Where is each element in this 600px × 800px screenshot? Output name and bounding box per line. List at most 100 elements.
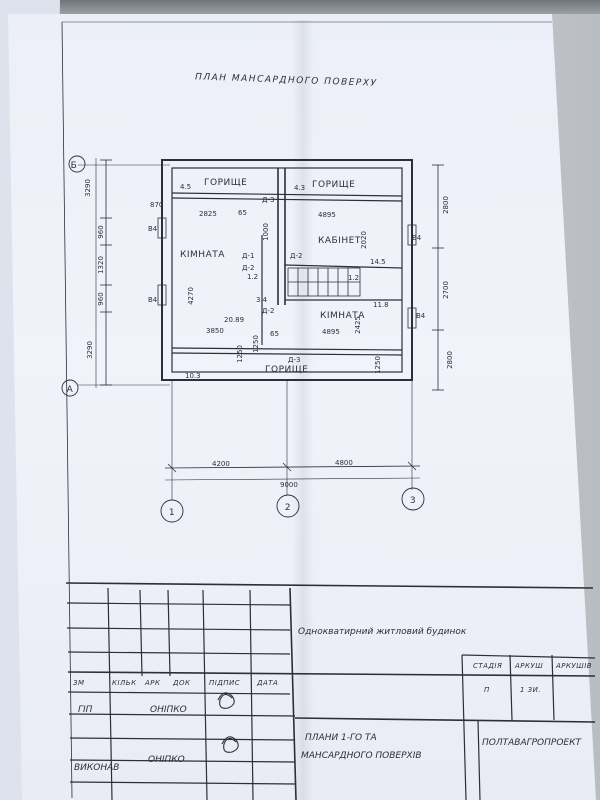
dim-axes-2-3: 4800 <box>335 459 353 467</box>
top-edge-shadow <box>0 0 600 14</box>
window-mark-4: В4 <box>416 312 426 320</box>
door-mark-6: Д-3 <box>288 356 300 364</box>
stair <box>287 267 361 297</box>
sheet-header: АРКУШ <box>514 662 543 670</box>
right-dimension-ticks <box>432 164 444 391</box>
dim-left-5: 3290 <box>86 341 94 359</box>
dim-left-1: 3290 <box>84 179 92 197</box>
title-block-grid <box>66 587 596 800</box>
axis-bubble-2 <box>276 494 300 518</box>
dim-right-2: 2700 <box>442 281 450 299</box>
dim-room-left-height: 4270 <box>187 287 195 305</box>
dim-small-b: 1250 <box>252 335 260 353</box>
area-room-right: 11.8 <box>373 301 389 309</box>
stage-header: СТАДІЯ <box>473 662 502 670</box>
room-label-attic-left: ГОРИЩЕ <box>204 178 247 188</box>
header-quantity: КІЛЬК <box>112 679 137 687</box>
paper-fold <box>292 20 314 800</box>
area-attic-right: 4.3 <box>294 184 305 192</box>
chief-role: ГІП <box>78 705 93 715</box>
windows <box>157 217 417 329</box>
frame-left-line <box>61 21 73 799</box>
axis-label-1: 1 <box>169 508 175 518</box>
dim-room-right-width: 4895 <box>322 328 340 336</box>
area-hall: 3.4 <box>256 296 268 304</box>
sheets-header: АРКУШІВ <box>555 662 592 670</box>
inner-wall <box>171 167 403 373</box>
axis-bubble-a <box>61 379 79 397</box>
header-document: ДОК <box>172 679 191 687</box>
room-label-attic-right: ГОРИЩЕ <box>312 180 355 190</box>
axis-bubble-1 <box>160 499 184 523</box>
area-room-left: 20.89 <box>224 316 244 324</box>
door-mark-3: Д-2 <box>262 307 274 315</box>
executor-name: ОНІПКО <box>148 755 185 765</box>
drawing-title: ПЛАН МАНСАРДНОГО ПОВЕРХУ <box>195 72 378 88</box>
chief-name: ОНІПКО <box>150 705 187 715</box>
axis-bubble-3 <box>401 487 425 511</box>
dim-room-left-width: 3850 <box>206 327 224 335</box>
dim-bottom-wall: 1250 <box>236 345 244 363</box>
attic-top-partition-2 <box>171 197 403 202</box>
axis-label-3: 3 <box>410 496 416 506</box>
study-partition <box>284 264 403 269</box>
area-stair-left: 1.2 <box>247 273 258 281</box>
area-attic-bottom: 10.3 <box>185 372 201 380</box>
room-label-room-left: КІМНАТА <box>180 250 225 260</box>
dim-small-d: 65 <box>270 330 279 338</box>
window-mark-1: В4 <box>148 225 158 233</box>
dim-right-col-1: 4895 <box>318 211 336 219</box>
signature-chief <box>217 692 235 709</box>
dim-left-col-2: 2825 <box>199 210 217 218</box>
header-change: ЗМ <box>73 679 85 687</box>
sheet-title-line-1: ПЛАНИ 1-ГО ТА <box>305 733 377 743</box>
dim-left-2: 960 <box>97 225 105 238</box>
door-mark-1: Д-1 <box>242 252 254 260</box>
room-label-room-right: КІМНАТА <box>320 311 365 321</box>
door-mark-5: Д-3 <box>262 196 274 204</box>
signature-executor <box>221 736 239 753</box>
dim-left-col-3: 65 <box>238 209 247 217</box>
bottom-dimension-ticks <box>167 461 417 473</box>
area-stair-right: 1.2 <box>348 274 359 282</box>
area-study: 14.5 <box>370 258 386 266</box>
door-mark-2: Д-2 <box>242 264 254 272</box>
dim-left-3: 1320 <box>97 256 105 274</box>
header-signature: ПІДПИС <box>209 679 240 687</box>
room-label-attic-bottom: ГОРИЩЕ <box>265 365 308 375</box>
dim-small-a: 1000 <box>262 223 270 241</box>
attic-top-partition <box>171 192 403 197</box>
axis-label-b: Б <box>71 161 78 171</box>
dim-left-4: 960 <box>97 292 105 305</box>
axis-bubble-b <box>68 155 86 173</box>
window-mark-3: В4 <box>412 234 422 242</box>
dim-small-c: 1250 <box>374 356 382 374</box>
area-attic-left: 4.5 <box>180 183 191 191</box>
dim-right-3: 2800 <box>446 351 454 369</box>
attic-bottom-partition <box>171 347 403 351</box>
stage-value: П <box>484 686 490 694</box>
bottom-overall-dimension <box>164 477 421 481</box>
dim-left-col-1: 870 <box>150 201 163 209</box>
axis-label-a: А <box>67 385 74 395</box>
dim-right-col-2: 2020 <box>360 231 368 249</box>
attic-bottom-partition-2 <box>171 352 403 356</box>
sheet-title-line-2: МАНСАРДНОГО ПОВЕРХІВ <box>301 751 422 761</box>
window-mark-2: В4 <box>148 296 158 304</box>
sheet-value: 1 ЗИ. <box>520 686 541 694</box>
header-date: ДАТА <box>256 679 278 687</box>
dim-room-right-height: 2425 <box>354 316 362 334</box>
title-block-top-line <box>65 582 594 589</box>
project-name: Однокватирний житловий будинок <box>298 627 467 637</box>
dim-axes-total: 9000 <box>280 481 298 489</box>
bottom-dimension-line <box>164 465 421 469</box>
header-sheet: АРК <box>144 679 161 687</box>
dim-right-1: 2800 <box>442 196 450 214</box>
axis-label-2: 2 <box>285 503 291 513</box>
dim-axes-1-2: 4200 <box>212 460 230 468</box>
executor-role: ВИКОНАВ <box>74 763 119 773</box>
organization-name: ПОЛТАВАГРОПРОЕКТ <box>482 738 582 748</box>
